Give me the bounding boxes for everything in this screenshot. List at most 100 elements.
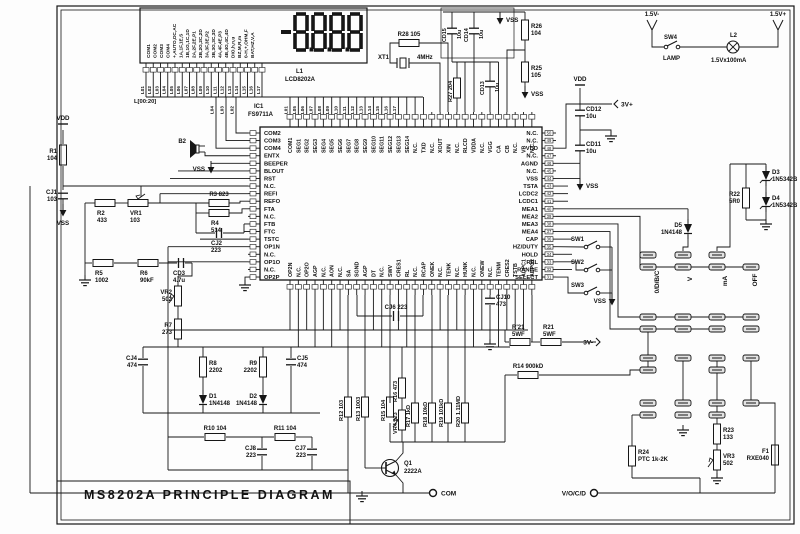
svg-text:N.C.: N.C.	[413, 266, 419, 277]
svg-text:L14: L14	[367, 106, 372, 114]
svg-text:1.5V+: 1.5V+	[770, 11, 787, 18]
svg-text:SGND: SGND	[355, 262, 361, 277]
svg-text:5R0: 5R0	[729, 199, 741, 205]
svg-text:DT: DT	[371, 269, 377, 277]
svg-text:502: 502	[723, 461, 734, 467]
svg-text:L09: L09	[198, 86, 203, 94]
svg-text:FS9711A: FS9711A	[248, 112, 274, 118]
power-gnd-flag	[356, 491, 368, 503]
rotary-contact-pad	[639, 411, 657, 419]
svg-text:mA: mA	[722, 275, 729, 286]
rotary-contact-pad	[639, 399, 657, 407]
svg-text:SEG8: SEG8	[355, 139, 361, 153]
svg-text:R23: R23	[723, 428, 735, 434]
svg-text:SEG3: SEG3	[313, 139, 319, 153]
svg-text:43: 43	[547, 184, 552, 189]
schematic-title: MS8202A PRINCIPLE DIAGRAM	[84, 488, 335, 502]
svg-text:273: 273	[162, 330, 173, 336]
res-r14: R14 900kD	[513, 364, 544, 379]
svg-text:N.C.: N.C.	[430, 142, 436, 153]
svg-text:474: 474	[127, 363, 138, 369]
svg-text:SEG11: SEG11	[380, 136, 386, 153]
svg-text:COM2: COM2	[153, 44, 159, 58]
svg-text:R17 1kD: R17 1kD	[406, 405, 412, 427]
svg-text:31: 31	[547, 275, 552, 280]
svg-text:L01: L01	[140, 86, 145, 94]
svg-text:SEG14: SEG14	[405, 136, 411, 153]
res-r28: R28 105	[398, 32, 421, 47]
terminal-com: COM	[428, 488, 456, 498]
svg-text:+,AUTO,DC,AC: +,AUTO,DC,AC	[172, 23, 178, 58]
svg-text:133: 133	[723, 435, 734, 441]
res-r27: R27 204	[448, 77, 461, 102]
svg-text:CD14: CD14	[464, 28, 470, 42]
power-3v-flag: 3V-	[583, 337, 601, 347]
svg-text:RLCD: RLCD	[463, 138, 469, 153]
svg-text:SEG12: SEG12	[388, 136, 394, 153]
res-r17: R17 1kD	[406, 402, 419, 427]
rotary-contact-pad	[674, 251, 692, 259]
switch-sw3: SW3	[571, 283, 601, 296]
rotary-contact-pad	[708, 411, 726, 419]
svg-text:N.C.: N.C.	[455, 142, 461, 153]
svg-text:PTC 1k-2K: PTC 1k-2K	[638, 457, 669, 463]
rotary-contact-pad	[742, 325, 760, 333]
buzzer-symbol: B2	[178, 139, 205, 158]
svg-text:N.C.: N.C.	[321, 266, 327, 277]
power-gnd-flag	[711, 473, 723, 485]
svg-text:D5: D5	[674, 223, 682, 229]
svg-text:VR1: VR1	[130, 211, 142, 217]
svg-text:VR2: VR2	[160, 290, 172, 296]
svg-text:46: 46	[547, 161, 552, 166]
svg-text:R10 104: R10 104	[204, 426, 227, 432]
svg-text:L02: L02	[230, 106, 235, 114]
svg-text:R6: R6	[140, 271, 148, 277]
rotary-contact-pad	[674, 263, 692, 271]
svg-text:L10: L10	[334, 106, 339, 114]
svg-text:SW3: SW3	[571, 283, 585, 289]
svg-text:L06: L06	[300, 106, 305, 114]
power-vdd-flag: VDD	[573, 76, 587, 86]
svg-text:474: 474	[297, 363, 308, 369]
svg-text:10u: 10u	[495, 83, 501, 92]
svg-text:L17: L17	[256, 86, 261, 94]
svg-text:L13: L13	[227, 86, 232, 94]
svg-text:COM2: COM2	[264, 131, 281, 137]
svg-text:ONEK: ONEK	[430, 262, 436, 277]
svg-text:N.C.: N.C.	[488, 266, 494, 277]
svg-text:SEG1: SEG1	[296, 139, 302, 153]
svg-text:L17: L17	[392, 106, 397, 114]
svg-text:L04: L04	[210, 106, 215, 114]
svg-text:D3: D3	[772, 170, 780, 176]
svg-text:D1: D1	[209, 394, 217, 400]
svg-text:R20 1.11MD: R20 1.11MD	[456, 396, 462, 427]
svg-text:N.C.: N.C.	[526, 131, 538, 137]
svg-text:R13 1003: R13 1003	[356, 397, 362, 421]
svg-text:10u: 10u	[586, 114, 597, 120]
svg-text:5WF: 5WF	[543, 332, 556, 338]
rotary-contact-pad	[708, 263, 726, 271]
res-r16: R16 473	[393, 377, 406, 402]
svg-text:4MHz: 4MHz	[417, 55, 433, 61]
svg-text:45: 45	[547, 169, 552, 174]
ic1-fs9711a: IC1FS9711ACOM2COM3COM4ENTXBEEPERBLOUTRST…	[210, 97, 556, 295]
lamp-symbol: L21.5Vx100mA	[711, 33, 747, 64]
svg-text:OFF: OFF	[752, 274, 759, 287]
rotary-contact-pad	[674, 313, 692, 321]
svg-text:N.C.: N.C.	[471, 266, 477, 277]
svg-text:47: 47	[547, 153, 552, 158]
svg-text:R14 900kD: R14 900kD	[513, 364, 544, 370]
svg-text:R3 823: R3 823	[209, 192, 229, 198]
